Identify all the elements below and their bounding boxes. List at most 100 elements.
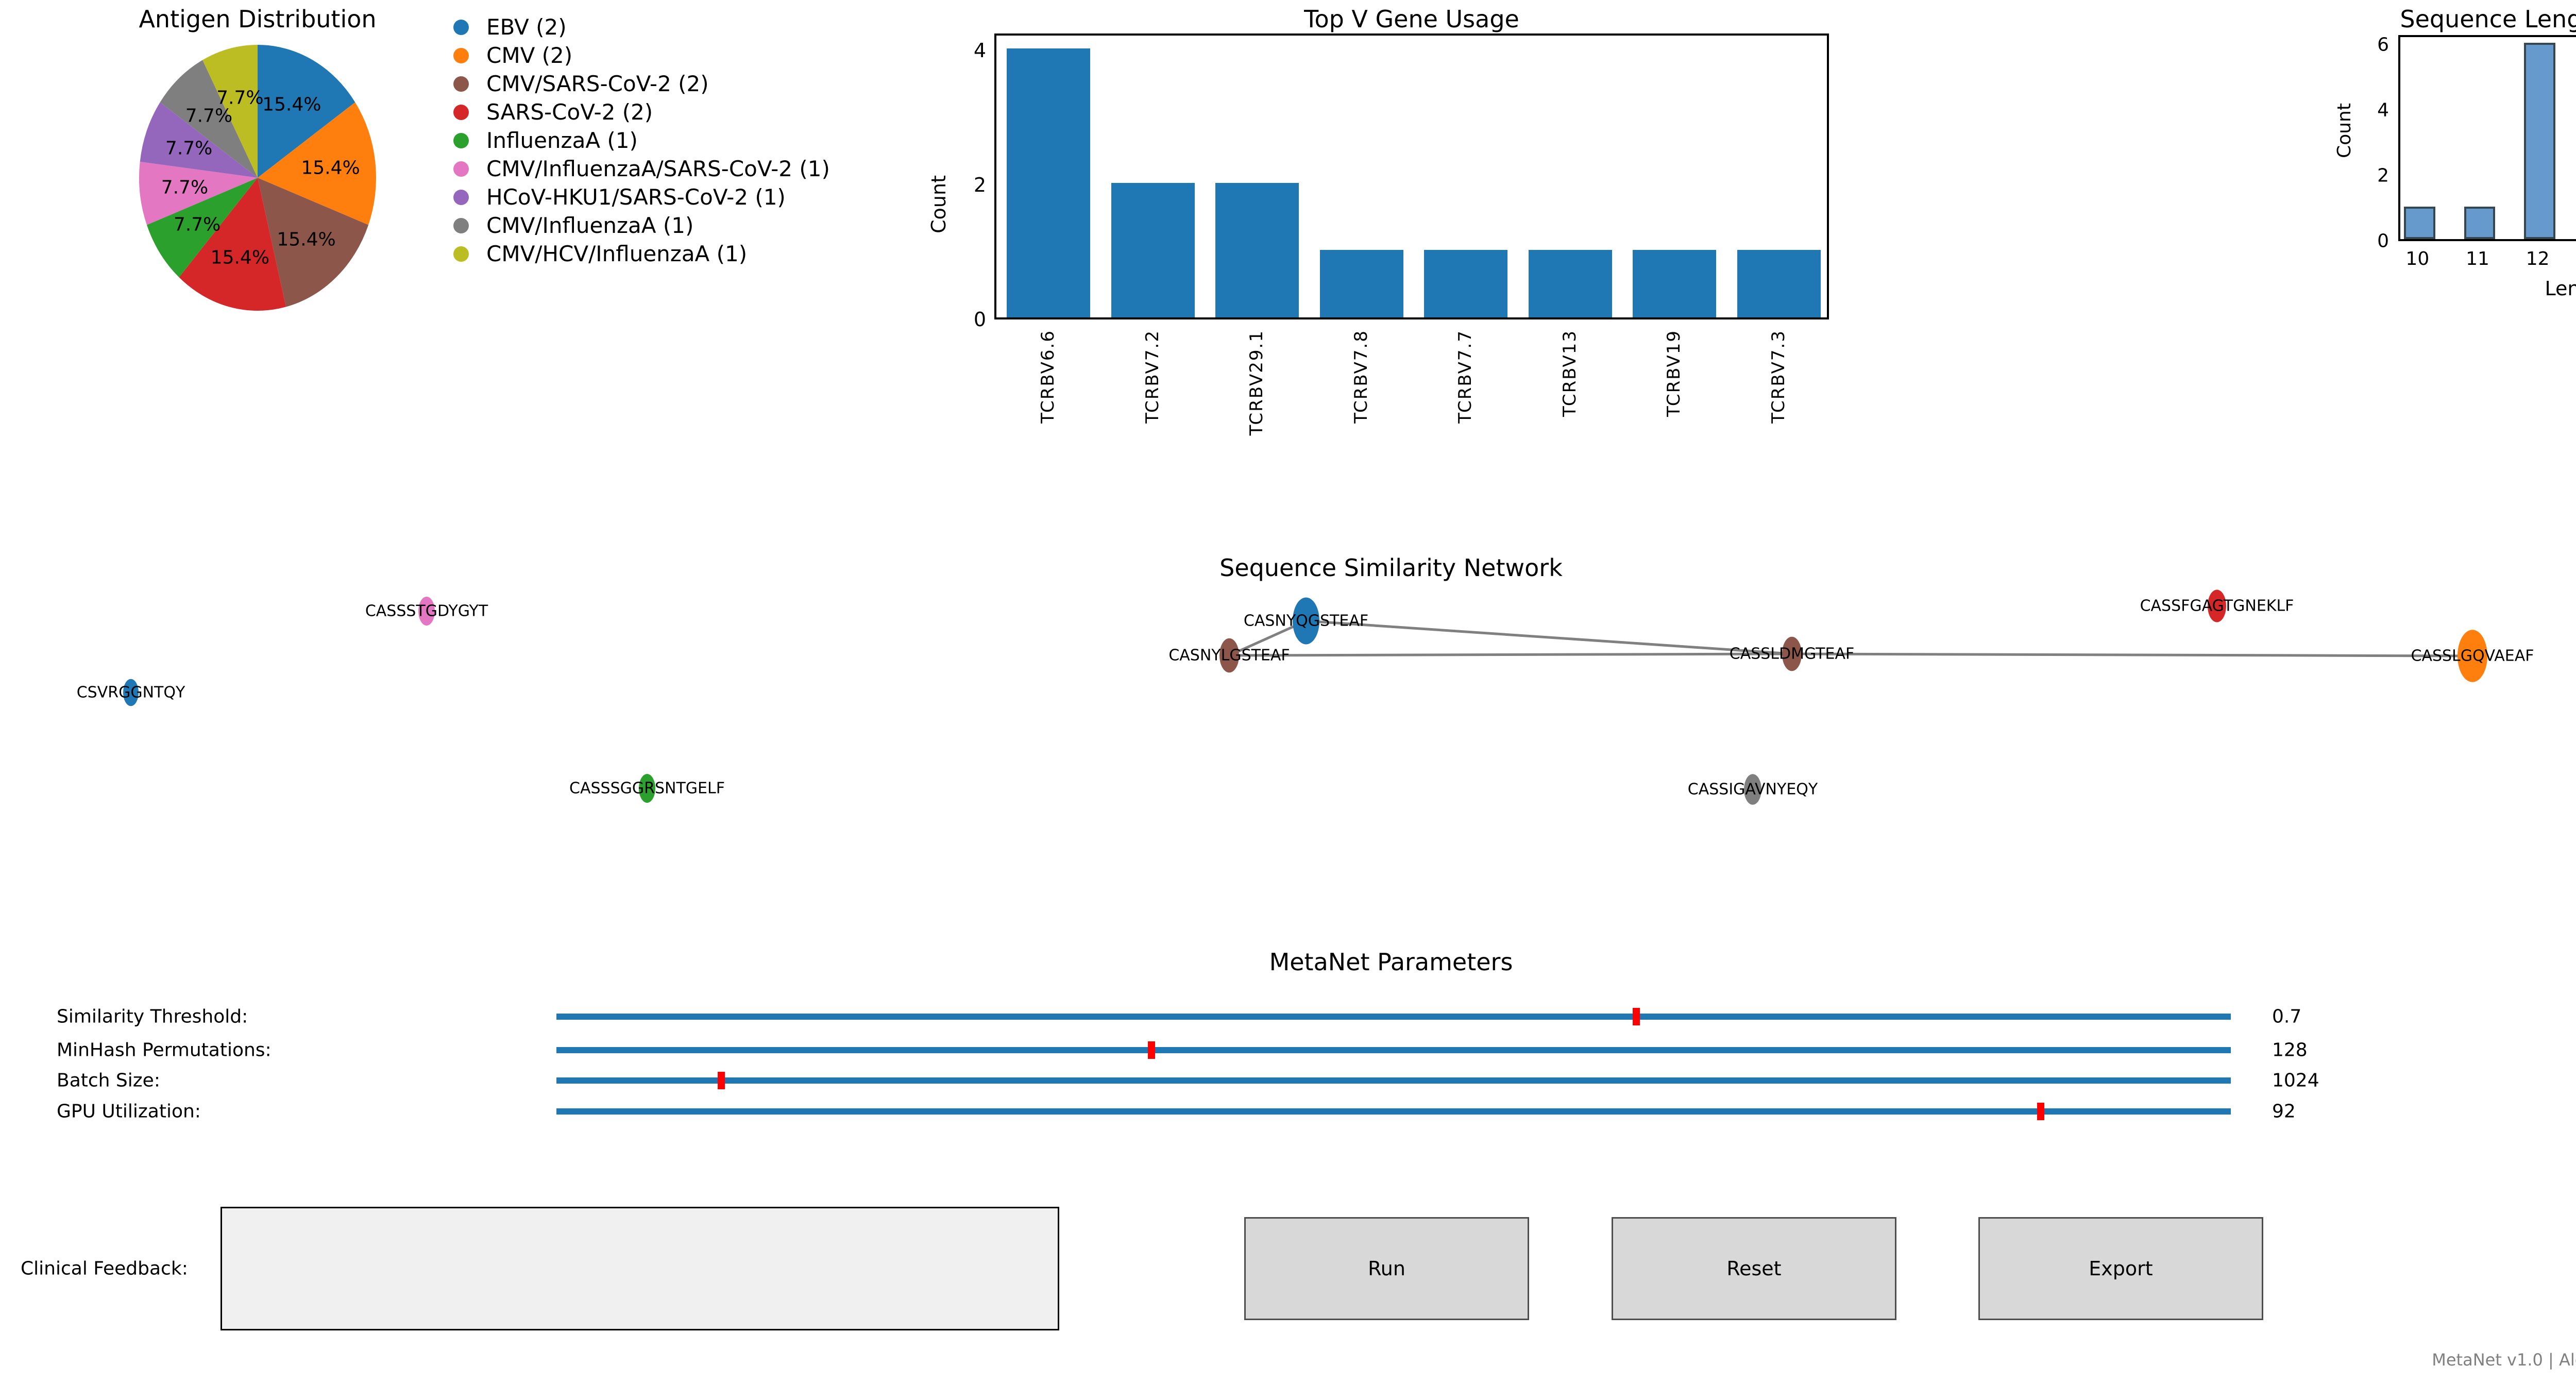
vgene-bar[interactable] [1319, 250, 1403, 317]
param-value-2: 1024 [2272, 1070, 2319, 1091]
vgene-bar[interactable] [1528, 250, 1612, 317]
pie-slice-percent: 7.7% [173, 214, 221, 235]
legend-color-swatch-icon [453, 189, 469, 205]
vgene-bar[interactable] [1215, 182, 1299, 317]
legend-color-swatch-icon [453, 161, 469, 177]
pie-chart-title: Antigen Distribution [139, 5, 377, 33]
pie-slice-cmv-hcv-influenzaa[interactable] [202, 45, 258, 178]
pie-slice-percent: 15.4% [262, 94, 321, 115]
legend-item-label: HCoV-HKU1/SARS-CoV-2 (1) [486, 184, 786, 210]
legend-item-3[interactable]: SARS-CoV-2 (2) [453, 98, 830, 126]
legend-item-2[interactable]: CMV/SARS-CoV-2 (2) [453, 70, 830, 98]
vgene-chart-title: Top V Gene Usage [1304, 5, 1519, 33]
legend-color-swatch-icon [453, 246, 469, 262]
histogram-bar[interactable] [2404, 206, 2435, 239]
parameters-title: MetaNet Parameters [1269, 948, 1513, 976]
pie-slice-percent: 15.4% [210, 247, 270, 268]
legend-item-1[interactable]: CMV (2) [453, 41, 830, 70]
legend-color-swatch-icon [453, 217, 469, 233]
clinical-feedback-input[interactable] [221, 1207, 1059, 1330]
pie-slice-hcov-hku1-sars-cov-2[interactable] [140, 102, 258, 178]
pie-slice-cmv-sars-cov-2[interactable] [258, 178, 369, 307]
network-node[interactable] [1744, 774, 1761, 805]
vgene-y-tick-label: 0 [973, 308, 986, 331]
histogram-x-tick-label: 10 [2405, 248, 2430, 269]
pie-slice-ebv[interactable] [258, 45, 355, 178]
network-node[interactable] [1293, 597, 1319, 645]
param-slider-1[interactable] [556, 1047, 2231, 1053]
histogram-title: Sequence Length Distribution [2400, 5, 2576, 33]
legend-color-swatch-icon [453, 47, 469, 63]
reset-button[interactable]: Reset [1612, 1217, 1896, 1320]
pie-slice-cmv-influenzaa[interactable] [160, 60, 258, 178]
param-label-2: Batch Size: [57, 1070, 160, 1091]
pie-slice-percent: 7.7% [185, 105, 233, 127]
param-value-3: 92 [2272, 1101, 2296, 1122]
network-node[interactable] [2458, 630, 2487, 682]
similarity-network-svg[interactable] [0, 541, 2576, 902]
legend-item-7[interactable]: CMV/InfluenzaA (1) [453, 211, 830, 240]
param-value-1: 128 [2272, 1039, 2308, 1061]
legend-item-label: SARS-CoV-2 (2) [486, 99, 653, 125]
legend-item-label: EBV (2) [486, 14, 567, 40]
legend-color-swatch-icon [453, 19, 469, 35]
vgene-bar[interactable] [1633, 250, 1717, 317]
network-node[interactable] [1219, 638, 1239, 673]
legend-color-swatch-icon [453, 104, 469, 120]
histogram-x-axis-label: Length [2545, 277, 2576, 300]
network-node[interactable] [418, 597, 435, 626]
legend-color-swatch-icon [453, 76, 469, 92]
legend-item-label: CMV/InfluenzaA (1) [486, 213, 694, 238]
legend-color-swatch-icon [453, 132, 469, 148]
param-slider-3[interactable] [556, 1108, 2231, 1115]
vgene-plot-area [994, 33, 1829, 319]
param-slider-0[interactable] [556, 1014, 2231, 1020]
network-node[interactable] [123, 679, 139, 706]
pie-slice-percent: 7.7% [216, 87, 264, 109]
vgene-y-tick-label: 4 [973, 39, 986, 62]
vgene-bar[interactable] [1424, 250, 1508, 317]
pie-slice-sars-cov-2[interactable] [179, 178, 286, 311]
network-title: Sequence Similarity Network [1219, 554, 1563, 582]
pie-slice-influenzaa[interactable] [146, 178, 258, 278]
histogram-x-tick-label: 11 [2466, 248, 2489, 269]
network-node[interactable] [1782, 636, 1802, 671]
pie-slice-percent: 15.4% [277, 229, 336, 250]
pie-slice-percent: 15.4% [301, 157, 360, 179]
pie-slice-cmv-influenzaa-sars-cov-2[interactable] [139, 161, 258, 225]
vgene-bar[interactable] [1737, 250, 1821, 317]
histogram-bar[interactable] [2524, 43, 2555, 239]
pie-svg [139, 45, 376, 311]
param-slider-handle-2[interactable] [718, 1072, 725, 1089]
legend-item-label: CMV/SARS-CoV-2 (2) [486, 71, 709, 96]
run-button[interactable]: Run [1244, 1217, 1529, 1320]
network-node[interactable] [2208, 589, 2226, 622]
histogram-y-tick-label: 6 [2377, 34, 2389, 56]
legend-item-5[interactable]: CMV/InfluenzaA/SARS-CoV-2 (1) [453, 155, 830, 183]
legend-item-0[interactable]: EBV (2) [453, 13, 830, 41]
network-edge [1306, 619, 1792, 655]
network-edge [1229, 652, 1792, 657]
histogram-plot-area [2398, 35, 2576, 241]
param-label-1: MinHash Permutations: [57, 1039, 272, 1061]
vgene-bar[interactable] [1007, 48, 1091, 317]
legend-item-4[interactable]: InfluenzaA (1) [453, 126, 830, 155]
param-slider-handle-1[interactable] [1148, 1041, 1156, 1059]
histogram-x-tick-label: 12 [2526, 248, 2550, 269]
legend-item-8[interactable]: CMV/HCV/InfluenzaA (1) [453, 240, 830, 268]
param-slider-handle-3[interactable] [2037, 1103, 2045, 1120]
param-slider-2[interactable] [556, 1077, 2231, 1084]
param-value-0: 0.7 [2272, 1006, 2302, 1027]
network-node[interactable] [639, 774, 655, 803]
histogram-y-tick-label: 2 [2377, 165, 2389, 187]
antigen-legend: EBV (2)CMV (2)CMV/SARS-CoV-2 (2) SARS-CoV… [453, 13, 830, 268]
pie-slice-cmv[interactable] [258, 102, 376, 225]
param-label-3: GPU Utilization: [57, 1101, 201, 1122]
legend-item-label: CMV/HCV/InfluenzaA (1) [486, 241, 748, 266]
vgene-bar[interactable] [1111, 182, 1195, 317]
export-button[interactable]: Export [1978, 1217, 2263, 1320]
histogram-bar[interactable] [2464, 206, 2496, 239]
param-slider-handle-0[interactable] [1633, 1008, 1640, 1025]
legend-item-6[interactable]: HCoV-HKU1/SARS-CoV-2 (1) [453, 183, 830, 211]
